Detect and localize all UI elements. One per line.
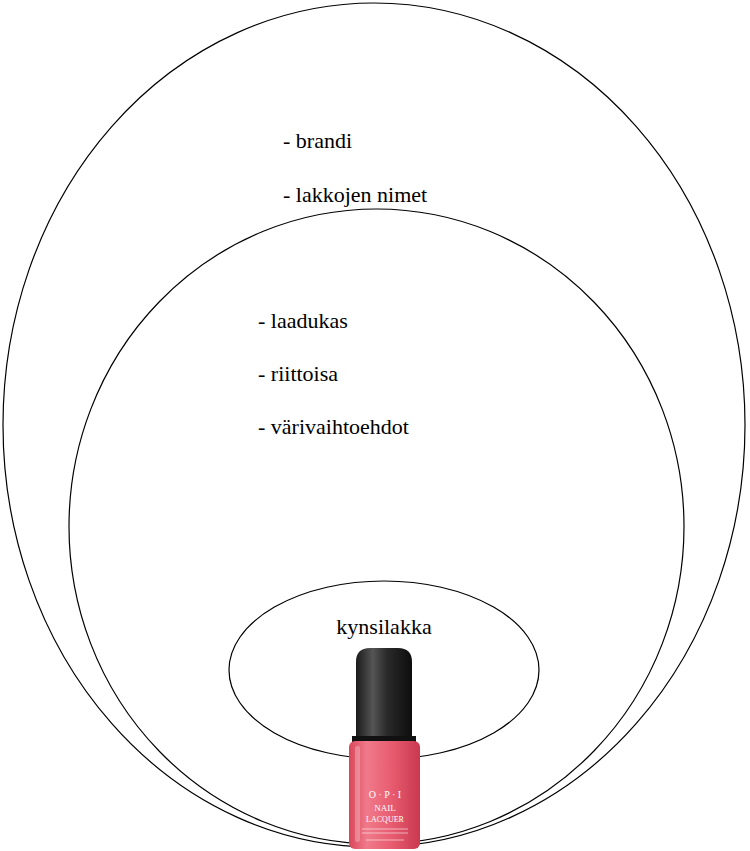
text-slot: - laadukas <box>258 308 348 334</box>
text-slot: - brandi <box>283 128 352 154</box>
node-text: - brandi <box>283 128 352 154</box>
text-slot: - värivaihtoehdot <box>258 414 409 440</box>
text-slot: - lakkojen nimet <box>283 182 427 208</box>
node-text: - lakkojen nimet <box>283 182 427 208</box>
label-slot: NAIL <box>345 797 425 815</box>
text-slot: - riittoisa <box>258 361 338 387</box>
node-text: - värivaihtoehdot <box>258 414 409 440</box>
node-text: - riittoisa <box>258 361 338 387</box>
bottle-label: LACQUER <box>366 816 404 824</box>
ellipse-line <box>229 581 539 759</box>
text-slot: kynsilakka <box>228 614 540 640</box>
label-slot: LACQUER <box>345 808 425 826</box>
bottle-label: O · P · I <box>369 790 401 800</box>
node-text: kynsilakka <box>336 614 431 640</box>
label-slot: O · P · I <box>345 784 425 802</box>
ellipse-line <box>3 3 745 847</box>
node-text: - laadukas <box>258 308 348 334</box>
bottle-label: NAIL <box>374 804 396 813</box>
